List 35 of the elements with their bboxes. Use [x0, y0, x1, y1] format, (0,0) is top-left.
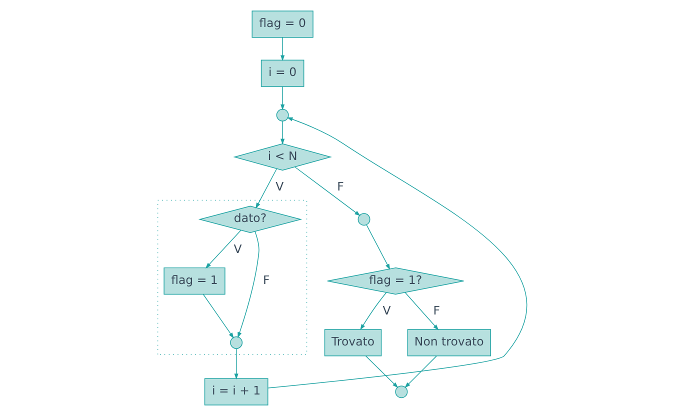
node-circle [358, 213, 370, 226]
node-diamond: dato? [198, 206, 302, 233]
node-box: Trovato [324, 329, 382, 356]
arrow [268, 117, 527, 388]
edge-label: F [433, 304, 440, 318]
cluster [157, 200, 308, 355]
node-circle [230, 336, 243, 349]
node-box: i = i + 1 [204, 378, 268, 406]
arrow [360, 292, 387, 330]
node-circle [276, 108, 289, 122]
arrow [366, 224, 390, 270]
node-circle [395, 386, 408, 398]
arrow [294, 166, 360, 216]
arrow [365, 356, 398, 388]
edge-label: V [276, 180, 284, 194]
arrow [234, 348, 238, 380]
edge-label: V [382, 304, 391, 318]
arrow [280, 37, 285, 62]
arrow [205, 230, 242, 269]
arrow [280, 120, 285, 145]
arrow [203, 294, 234, 338]
node-diamond: flag = 1? [327, 267, 464, 295]
arrow [280, 86, 285, 110]
node-box: Non trovato [407, 329, 491, 356]
arrow [238, 231, 260, 338]
arrow [404, 356, 437, 388]
arrow [256, 168, 278, 209]
arrow [404, 292, 439, 330]
edge-label: F [262, 272, 270, 287]
edge-label: F [337, 180, 344, 194]
node-box: flag = 0 [252, 10, 314, 38]
edge-label: V [234, 242, 242, 256]
node-box: flag = 1 [164, 267, 226, 295]
node-box: i = 0 [260, 60, 304, 87]
node-diamond: i < N [233, 143, 332, 171]
